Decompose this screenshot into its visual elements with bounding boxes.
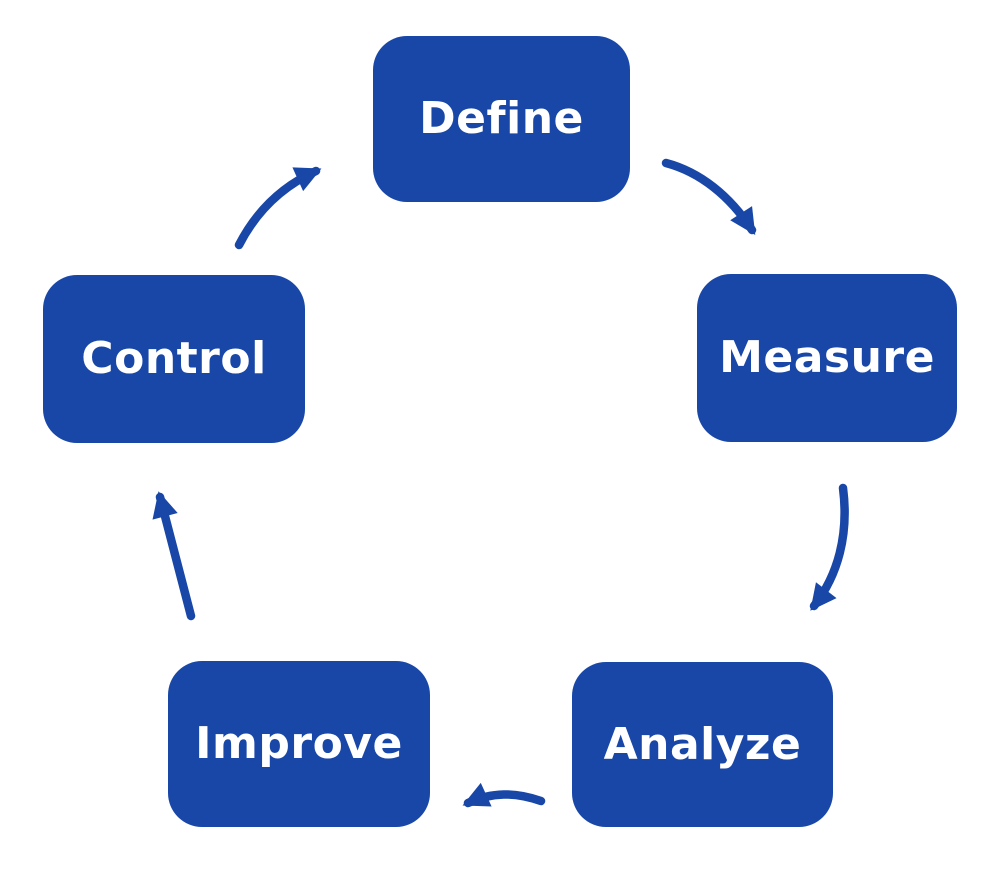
stage-box-analyze: Analyze — [572, 662, 833, 827]
arrow-control-to-define — [234, 166, 322, 250]
stage-box-define: Define — [373, 36, 630, 202]
arrow-measure-to-analyze — [809, 483, 849, 611]
stage-label-define: Define — [419, 93, 584, 144]
stage-label-analyze: Analyze — [603, 718, 802, 770]
stage-label-control: Control — [81, 333, 267, 384]
stage-label-improve: Improve — [195, 718, 403, 769]
stage-box-control: Control — [43, 275, 305, 443]
arrow-improve-to-control — [152, 491, 196, 621]
stage-box-improve: Improve — [168, 661, 430, 827]
arrow-define-to-measure — [661, 158, 757, 236]
arrow-analyze-to-improve — [462, 782, 546, 808]
stage-label-measure: Measure — [719, 332, 935, 383]
stage-box-measure: Measure — [697, 274, 957, 442]
